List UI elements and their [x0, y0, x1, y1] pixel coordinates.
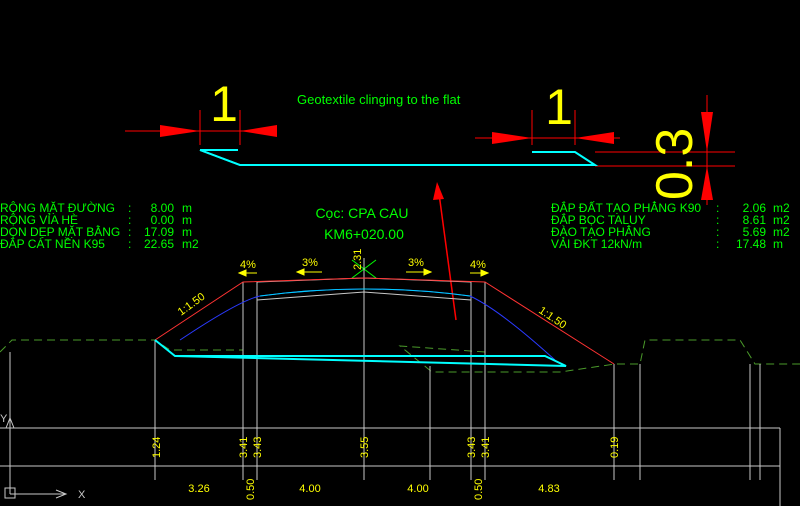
dim-left-label: 1 — [210, 76, 238, 132]
slope-left: 1:1.50 — [176, 291, 208, 319]
svg-text:4.83: 4.83 — [538, 483, 559, 495]
y-axis-label: Y — [0, 413, 8, 425]
svg-text:0.50: 0.50 — [245, 479, 257, 500]
right-row-label: ĐÀO TẠO PHẲNG — [551, 224, 651, 239]
station-title: Cọc: CPA CAU — [315, 205, 408, 221]
svg-text::: : — [716, 201, 719, 215]
left-row-label: ĐẮP CÁT NỀN K95 — [0, 236, 105, 251]
right-row-value: 2.06 — [743, 201, 767, 215]
ucs-icon: Y X — [0, 413, 86, 501]
left-row-value: 8.00 — [151, 201, 175, 215]
slope-percent-labels: 4% 3% 3% 4% — [237, 257, 490, 277]
svg-text:m: m — [773, 237, 783, 251]
left-row-label: RỘNG VỈA HÈ — [0, 212, 78, 227]
x-axis-label: X — [78, 489, 86, 501]
svg-text:m2: m2 — [773, 213, 790, 227]
svg-text:3.41: 3.41 — [238, 437, 250, 458]
svg-text:3.55: 3.55 — [359, 437, 371, 458]
svg-text::: : — [128, 213, 131, 227]
crest-marker: 2.31 — [351, 249, 377, 480]
right-row-label: ĐẮP ĐẤT TẠO PHẲNG K90 — [551, 200, 701, 215]
svg-text:4.00: 4.00 — [299, 483, 320, 495]
svg-text:3.43: 3.43 — [252, 437, 264, 458]
svg-text:m: m — [182, 201, 192, 215]
elevation-row: 1.24 3.41 3.43 3.55 3.43 3.41 0.19 — [151, 437, 621, 458]
svg-text:1.24: 1.24 — [151, 437, 163, 458]
right-row-value: 5.69 — [743, 225, 767, 239]
right-quantity-table: ĐẮP ĐẤT TẠO PHẲNG K90 : 2.06 m2 ĐẮP BỌC … — [551, 200, 790, 251]
svg-text:m2: m2 — [773, 201, 790, 215]
svg-text:0.50: 0.50 — [473, 479, 485, 500]
svg-text:0.19: 0.19 — [609, 437, 621, 458]
pct-right-inner: 3% — [408, 257, 424, 269]
crest-elevation: 2.31 — [352, 249, 364, 270]
pct-left-outer: 4% — [240, 259, 256, 271]
svg-text::: : — [128, 237, 131, 251]
pct-right-outer: 4% — [470, 259, 486, 271]
dimension-right: 1 — [475, 79, 620, 145]
station-km: KM6+020.00 — [324, 226, 404, 242]
svg-text::: : — [128, 225, 131, 239]
right-row-value: 17.48 — [736, 237, 766, 251]
right-row-value: 8.61 — [743, 213, 767, 227]
svg-text::: : — [128, 201, 131, 215]
distance-row: 3.26 0.50 4.00 4.00 0.50 4.83 — [188, 479, 559, 500]
left-row-value: 17.09 — [144, 225, 174, 239]
right-row-label: ĐẮP BỌC TALUY — [551, 212, 646, 227]
left-row-label: DỌN DẸP MẶT BẰNG — [0, 224, 120, 239]
top-note: Geotextile clinging to the flat — [297, 92, 461, 107]
left-quantity-table: RỘNG MẶT ĐƯỜNG : 8.00 m RỘNG VỈA HÈ : 0.… — [0, 200, 199, 251]
svg-text::: : — [716, 237, 719, 251]
svg-text:4.00: 4.00 — [407, 483, 428, 495]
svg-text:m: m — [182, 213, 192, 227]
existing-ground-left — [0, 339, 243, 353]
left-row-label: RỘNG MẶT ĐƯỜNG — [0, 200, 115, 215]
dim-vertical-label: 0.3 — [646, 128, 704, 200]
svg-text:m: m — [182, 225, 192, 239]
pct-left-inner: 3% — [302, 257, 318, 269]
svg-text:m2: m2 — [182, 237, 199, 251]
dimension-left: 1 — [125, 76, 277, 145]
profile-bands — [0, 427, 781, 506]
svg-text:3.41: 3.41 — [480, 437, 492, 458]
svg-text::: : — [716, 213, 719, 227]
svg-text:m2: m2 — [773, 225, 790, 239]
geotextile-detail — [199, 149, 599, 166]
left-row-value: 22.65 — [144, 237, 174, 251]
left-row-value: 0.00 — [151, 213, 175, 227]
dimension-vertical: 0.3 — [595, 95, 735, 205]
right-row-label: VẢI ĐKT 12kN/m — [551, 236, 642, 251]
svg-text::: : — [716, 225, 719, 239]
svg-text:3.43: 3.43 — [466, 437, 478, 458]
existing-ground-right — [398, 339, 800, 373]
dim-right-label: 1 — [545, 79, 573, 135]
svg-text:3.26: 3.26 — [188, 483, 209, 495]
road-surface — [154, 277, 615, 365]
subgrade-layer — [179, 288, 556, 361]
road-structure-outlines — [9, 277, 761, 480]
geotextile-layer — [154, 339, 567, 367]
